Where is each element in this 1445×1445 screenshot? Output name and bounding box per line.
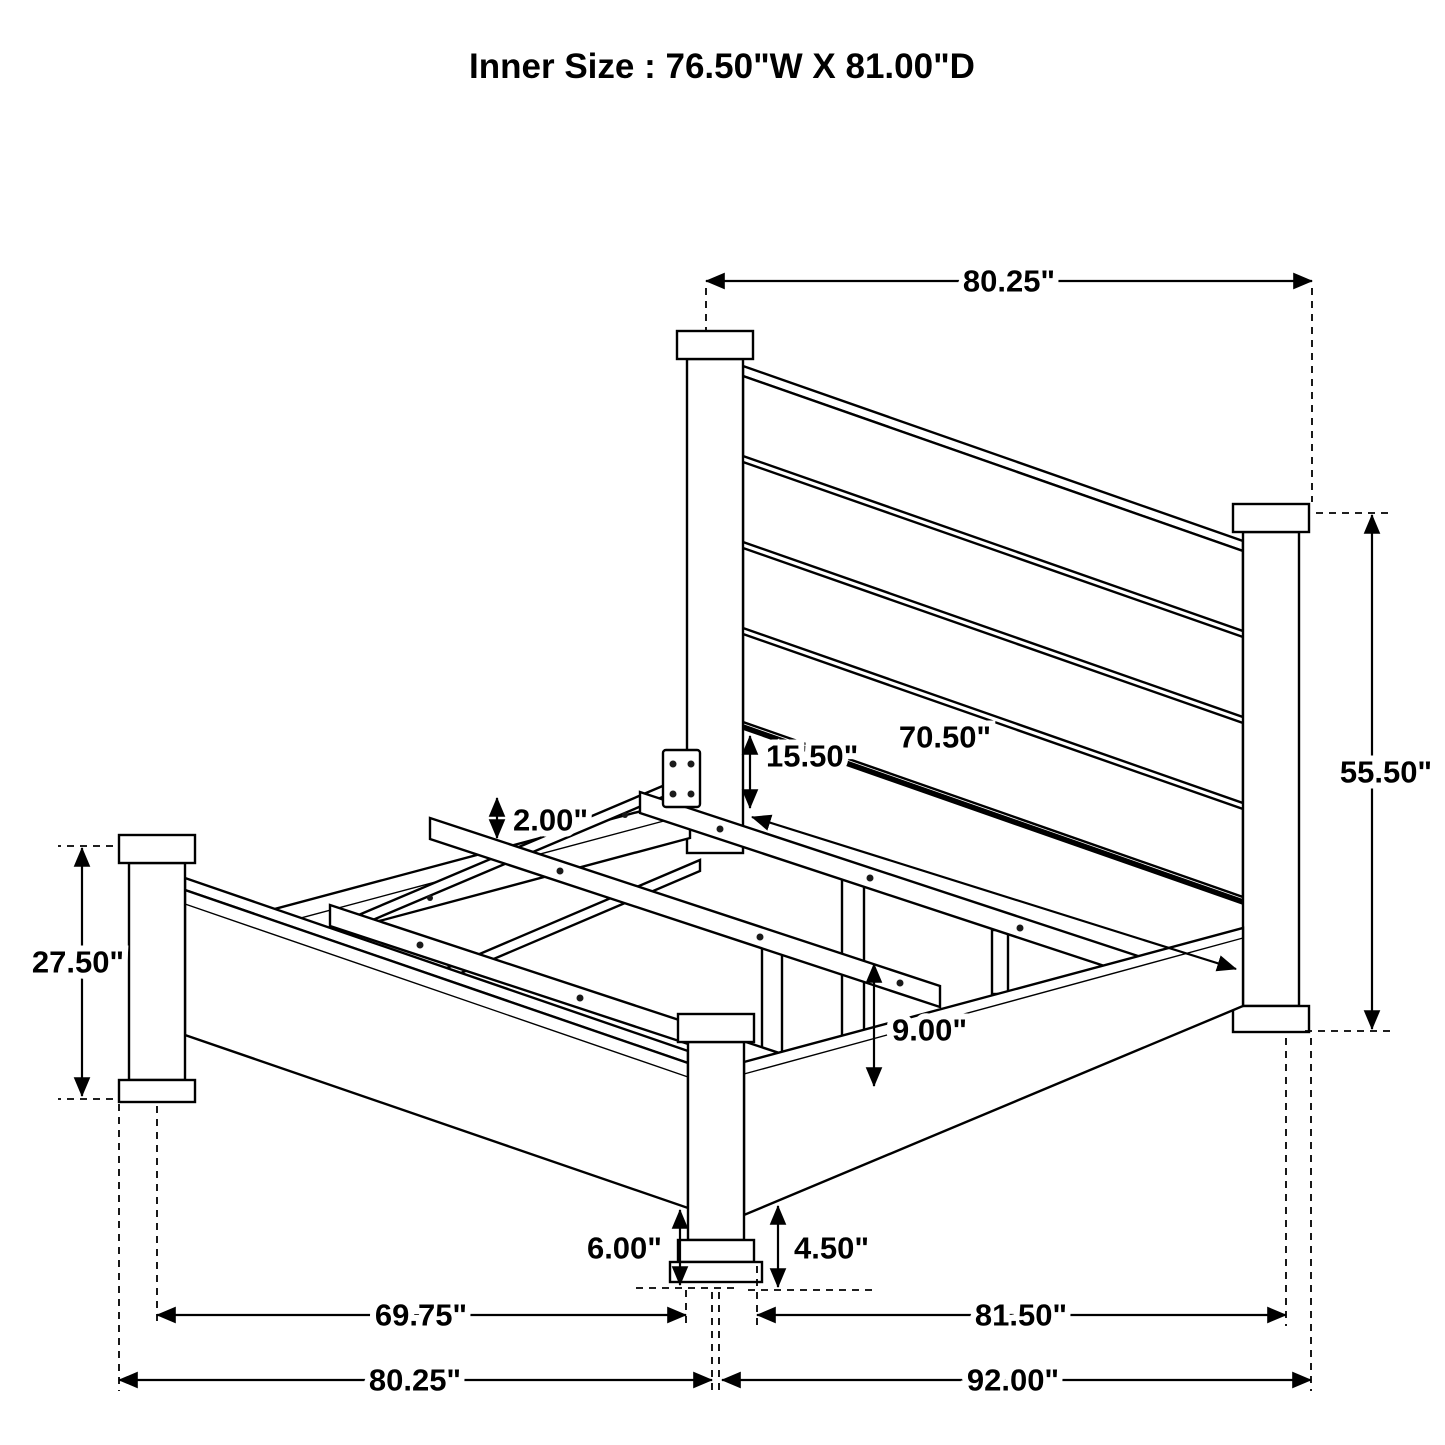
- page-title: Inner Size : 76.50"W X 81.00"D: [469, 47, 975, 86]
- footboard-post-left-cap: [117, 833, 197, 865]
- dim-label-headboard-inner-width: 70.50": [899, 720, 991, 755]
- bracket-hole: [687, 790, 695, 798]
- bolt-hole: [622, 812, 628, 818]
- dim-label-side-rail-length: 81.50": [975, 1298, 1067, 1333]
- slat-connector: [990, 928, 1010, 996]
- dim-label-side-rail-floor-clearance: 4.50": [794, 1231, 869, 1266]
- footboard-post-left-base: [117, 1078, 197, 1104]
- dim-overall-length: 92.00": [718, 1038, 1312, 1404]
- dim-label-headboard-to-slats: 15.50": [766, 739, 858, 774]
- dim-label-footboard-outer-width: 80.25": [369, 1363, 461, 1398]
- bracket-hole: [669, 790, 677, 798]
- footboard-post-right: [686, 1040, 746, 1242]
- footboard-panel: [183, 888, 690, 1210]
- dimension-line: [751, 814, 1237, 972]
- screw-hole: [716, 825, 724, 833]
- dim-label-footboard-height: 27.50": [32, 945, 124, 980]
- dim-side-rail-length: 81.50": [756, 1038, 1287, 1339]
- footboard-post-right-foot: [668, 1260, 764, 1284]
- dim-slat-thickness: 2.00": [488, 797, 594, 844]
- headboard: [675, 329, 1311, 1034]
- screw-hole: [1016, 924, 1024, 932]
- dim-headboard-height: 55.50": [1305, 512, 1438, 1032]
- rail-bracket: [661, 748, 702, 809]
- screw-hole: [556, 867, 564, 875]
- dim-footboard-outer-width: 80.25": [118, 1104, 713, 1404]
- dim-label-footboard-floor-clearance: 6.00": [587, 1231, 662, 1266]
- dim-label-slat-thickness: 2.00": [513, 803, 588, 838]
- footboard-rail-line: [184, 903, 689, 1078]
- dim-headboard-outer-width: 80.25": [705, 258, 1313, 502]
- bolt-hole: [427, 895, 433, 901]
- screw-hole: [896, 979, 904, 987]
- screw-hole: [416, 941, 424, 949]
- footboard-post-left: [127, 861, 187, 1082]
- screw-hole: [576, 994, 584, 1002]
- bed-drawing: [117, 329, 1311, 1284]
- bracket-hole: [687, 760, 695, 768]
- dim-label-headboard-outer-width: 80.25": [963, 264, 1055, 299]
- dim-label-footboard-inner-width: 69.75": [375, 1298, 467, 1333]
- footboard: [117, 833, 764, 1284]
- footboard-post-right-base: [676, 1238, 756, 1264]
- dim-side-rail-floor-clearance: 4.50": [748, 1205, 875, 1291]
- dim-label-headboard-height: 55.50": [1340, 755, 1432, 790]
- dim-label-center-support-height: 9.00": [892, 1013, 967, 1048]
- dimension-annotations: 80.25" 55.50" 27.50" 15.50" 70.50" 2.00": [26, 258, 1438, 1404]
- bracket-hole: [669, 760, 677, 768]
- headboard-post-right-cap: [1231, 502, 1311, 534]
- screw-hole: [866, 874, 874, 882]
- dim-footboard-inner-width: 69.75": [156, 1106, 687, 1339]
- footboard-post-right-cap: [676, 1012, 756, 1044]
- headboard-post-left-cap: [675, 329, 755, 361]
- headboard-post-right: [1241, 530, 1301, 1008]
- screw-hole: [756, 933, 764, 941]
- headboard-post-right-base: [1231, 1004, 1311, 1034]
- dim-footboard-floor-clearance: 6.00": [581, 1209, 734, 1289]
- dim-label-overall-length: 92.00": [967, 1363, 1059, 1398]
- dim-headboard-to-slats: 15.50": [741, 733, 864, 809]
- dim-headboard-inner-width: 70.50": [751, 714, 1237, 972]
- dim-center-support-height: 9.00": [865, 963, 973, 1087]
- dim-footboard-height: 27.50": [26, 845, 130, 1100]
